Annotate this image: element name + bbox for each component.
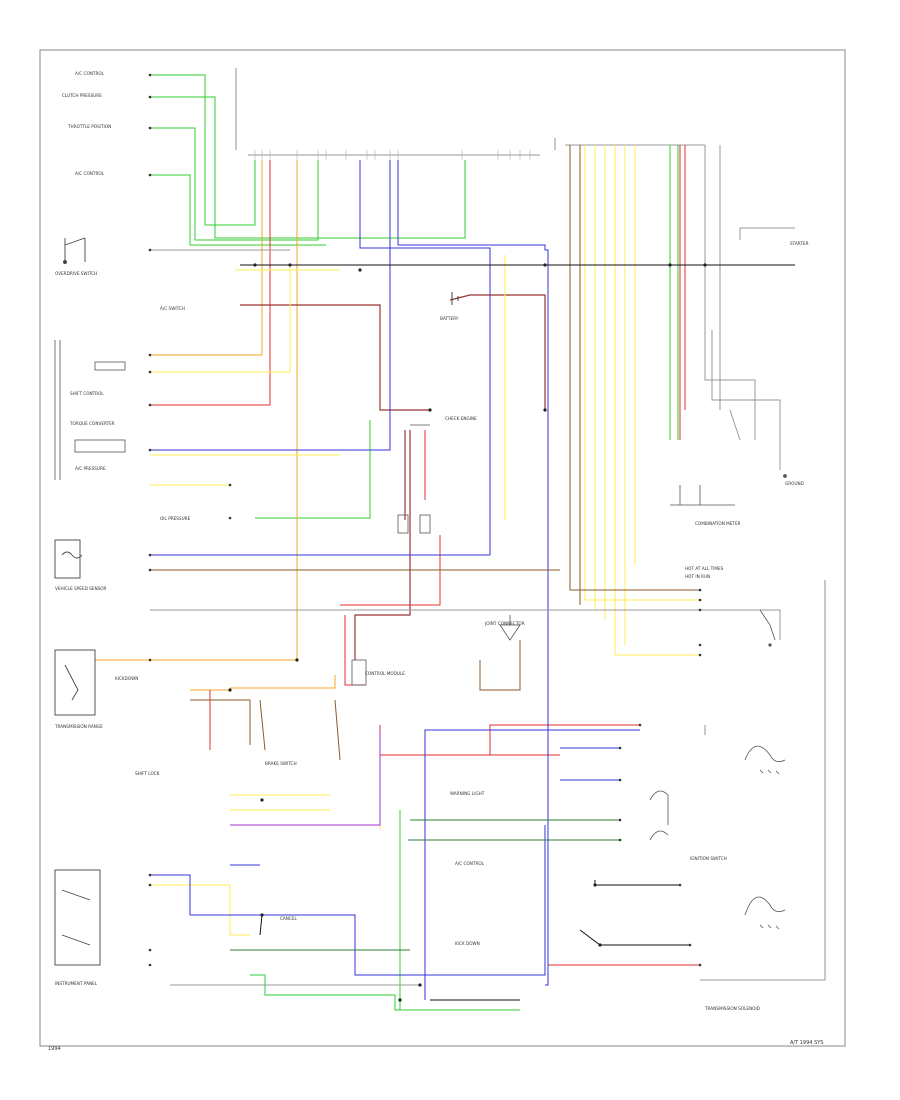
label-hot-in-run: HOT IN RUN (685, 574, 710, 579)
meter-gauge-1 (744, 745, 786, 775)
label-combination-meter: COMBINATION METER (695, 521, 741, 526)
vehicle-speed-sensor (54, 539, 83, 579)
control-module-connector (351, 424, 431, 686)
label-battery: BATTERY (440, 316, 459, 321)
component-labels: A/C CONTROL CLUTCH PRESSURE THROTTLE POS… (54, 71, 809, 1011)
bottom-right-frame (700, 580, 826, 981)
label-cancel: CANCEL (280, 916, 297, 921)
label-hot-at-all-times: HOT AT ALL TIMES (685, 566, 724, 571)
wire-group-gray (150, 145, 795, 986)
right-pin-markers (618, 588, 702, 967)
label-ac-pressure: A/C PRESSURE (75, 466, 106, 471)
right-ground-connector (670, 474, 787, 506)
label-ac-control-top: A/C CONTROL (75, 71, 105, 76)
label-ac-control-2: A/C CONTROL (75, 171, 105, 176)
label-kick-down: KICK DOWN (455, 941, 480, 946)
ignition-switch-symbol (759, 609, 776, 647)
label-vehicle-speed: VEHICLE SPEED SENSOR (55, 586, 107, 591)
wire-group-blue (150, 160, 640, 1000)
meter-gauge-2 (744, 896, 786, 930)
transmission-solenoid-symbol (499, 615, 521, 641)
label-brake-switch: BRAKE SWITCH (265, 761, 297, 766)
wire-group-dark-green (230, 819, 620, 951)
label-instrument-panel: INSTRUMENT PANEL (55, 981, 98, 986)
battery-symbol (451, 292, 459, 305)
label-starter: STARTER (790, 241, 809, 246)
label-ac-control-3: A/C CONTROL (455, 861, 485, 866)
label-throttle-position: THROTTLE POSITION (67, 124, 111, 129)
label-control-module: CONTROL MODULE (365, 671, 405, 676)
splice-dots (228, 263, 707, 1002)
header-pins (254, 150, 531, 160)
label-ground: GROUND (785, 481, 804, 486)
label-shift-lock: SHIFT LOCK (135, 771, 160, 776)
label-torque-converter: TORQUE CONVERTER (69, 421, 115, 426)
connector-header-top (235, 68, 705, 156)
label-oil-pressure: OIL PRESSURE (160, 516, 191, 521)
label-kickdown: KICKDOWN (115, 676, 138, 681)
diagram-border (39, 49, 846, 1047)
wire-group-purple (230, 730, 381, 826)
label-shift-control: SHIFT CONTROL (70, 391, 104, 396)
kickdown-switch-block (54, 869, 101, 966)
label-check-engine: CHECK ENGINE (445, 416, 477, 421)
label-transmission-range: TRANSMISSION RANGE (54, 724, 103, 729)
shift-control-block (54, 340, 126, 480)
label-transmission-solenoid: TRANSMISSION SOLENOID (704, 1006, 760, 1011)
meter-gauge-3 (649, 790, 669, 841)
label-clutch-pressure: CLUTCH PRESSURE (62, 93, 102, 98)
wire-group-dark-red (240, 294, 546, 660)
label-ac-switch: A/C SWITCH (160, 306, 185, 311)
left-pin-markers (148, 73, 232, 967)
wire-group-brown (150, 145, 700, 761)
footer-left-code: 1994 (48, 1046, 61, 1052)
footer-right-code: A/T 1994 SYS (790, 1040, 824, 1046)
label-joint-connector: JOINT CONNECTOR (484, 621, 525, 626)
wire-group-red (150, 145, 700, 966)
overdrive-switch-symbol (63, 237, 86, 264)
label-overdrive-switch: OVERDRIVE SWITCH (55, 271, 97, 276)
label-ignition-switch: IGNITION SWITCH (690, 856, 727, 861)
label-warning-light: WARNING LIGHT (450, 791, 485, 796)
wire-group-green (150, 74, 679, 1011)
transmission-range-switch (54, 649, 96, 716)
